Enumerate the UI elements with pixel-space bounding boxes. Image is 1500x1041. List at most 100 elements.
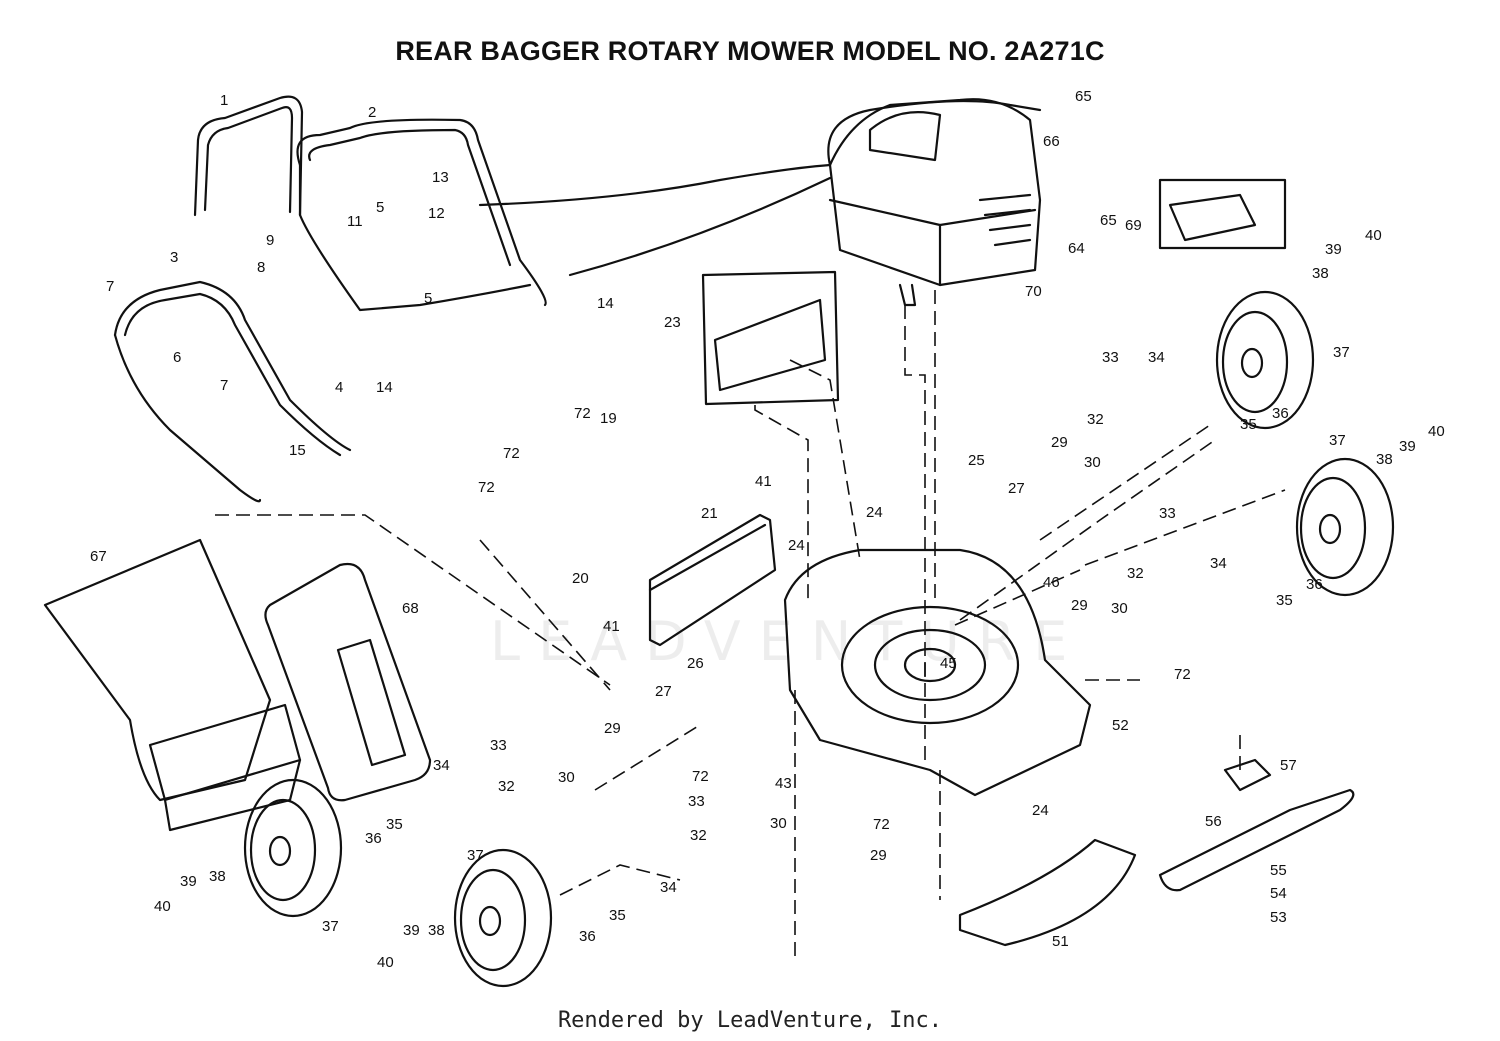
callout-39b: 39 [1399, 438, 1416, 455]
callout-72f: 72 [873, 816, 890, 833]
callout-36b: 36 [1306, 576, 1323, 593]
callout-33c: 33 [490, 737, 507, 754]
callout-30d: 30 [770, 815, 787, 832]
callout-29d: 29 [870, 847, 887, 864]
callout-54: 54 [1270, 885, 1287, 902]
callout-7b: 7 [220, 377, 228, 394]
callout-72e: 72 [692, 768, 709, 785]
callout-41a: 41 [755, 473, 772, 490]
callout-9: 9 [266, 232, 274, 249]
callout-29a: 29 [1051, 434, 1068, 451]
callout-51: 51 [1052, 933, 1069, 950]
callout-41b: 41 [603, 618, 620, 635]
callout-12: 12 [428, 205, 445, 222]
callout-7a: 7 [106, 278, 114, 295]
callout-39d: 39 [403, 922, 420, 939]
callout-35d: 35 [609, 907, 626, 924]
callout-53: 53 [1270, 909, 1287, 926]
callout-13: 13 [432, 169, 449, 186]
callout-35c: 35 [386, 816, 403, 833]
callout-29c: 29 [604, 720, 621, 737]
callout-38b: 38 [1376, 451, 1393, 468]
callout-69: 69 [1125, 217, 1142, 234]
cover-panel-part [701, 270, 840, 406]
callout-25: 25 [968, 452, 985, 469]
callout-52: 52 [1112, 717, 1129, 734]
callout-34d: 34 [660, 879, 677, 896]
lower-handle-part [113, 280, 352, 452]
callout-38a: 38 [1312, 265, 1329, 282]
callout-32d: 32 [690, 827, 707, 844]
control-cable [478, 163, 832, 207]
callout-72c: 72 [478, 479, 495, 496]
callout-36c: 36 [365, 830, 382, 847]
callout-labels: 1 2 3 4 5 5 6 7 7 8 9 11 12 13 14 14 15 … [90, 88, 1445, 971]
callout-35a: 35 [1240, 416, 1257, 433]
callout-56: 56 [1205, 813, 1222, 830]
wheel-part-rear-left [243, 778, 343, 918]
callout-40a: 40 [1365, 227, 1382, 244]
callout-34a: 34 [1148, 349, 1165, 366]
callout-11: 11 [347, 213, 363, 230]
callout-20: 20 [572, 570, 589, 587]
callout-40b: 40 [1428, 423, 1445, 440]
callout-5a: 5 [376, 199, 384, 216]
blade-part [1158, 788, 1355, 892]
callout-39a: 39 [1325, 241, 1342, 258]
callout-72a: 72 [574, 405, 591, 422]
callout-2: 2 [368, 104, 376, 121]
callout-24b: 24 [788, 537, 805, 554]
callout-32b: 32 [1127, 565, 1144, 582]
callout-29b: 29 [1071, 597, 1088, 614]
callout-32c: 32 [498, 778, 515, 795]
callout-15: 15 [289, 442, 306, 459]
callout-34b: 34 [1210, 555, 1227, 572]
callout-30c: 30 [558, 769, 575, 786]
mower-deck-part [783, 548, 1092, 797]
callout-23: 23 [664, 314, 681, 331]
callout-24c: 24 [1032, 802, 1049, 819]
callout-40c: 40 [154, 898, 171, 915]
callout-68: 68 [402, 600, 419, 617]
callout-30b: 30 [1111, 600, 1128, 617]
callout-21: 21 [701, 505, 718, 522]
callout-36a: 36 [1272, 405, 1289, 422]
callout-70: 70 [1025, 283, 1042, 300]
callout-43: 43 [775, 775, 792, 792]
callout-57: 57 [1280, 757, 1297, 774]
callout-34c: 34 [433, 757, 450, 774]
callout-37b: 37 [1329, 432, 1346, 449]
callout-65b: 65 [1100, 212, 1117, 229]
wheel-part-front-left [453, 848, 553, 988]
callout-14b: 14 [376, 379, 393, 396]
callout-27b: 27 [655, 683, 672, 700]
baffle-part [958, 838, 1137, 947]
callout-30a: 30 [1084, 454, 1101, 471]
callout-37d: 37 [467, 847, 484, 864]
callout-5b: 5 [424, 290, 432, 307]
callout-19: 19 [600, 410, 617, 427]
callout-33b: 33 [1159, 505, 1176, 522]
engine-part [828, 98, 1042, 287]
callout-14a: 14 [597, 295, 614, 312]
callout-65a: 65 [1075, 88, 1092, 105]
callout-26: 26 [687, 655, 704, 672]
decal-part-box [1158, 178, 1287, 250]
handle-assembly-part [296, 118, 547, 307]
callout-24a: 24 [866, 504, 883, 521]
callout-46: 46 [1043, 574, 1060, 591]
callout-67: 67 [90, 548, 107, 565]
callout-33d: 33 [688, 793, 705, 810]
callout-8: 8 [257, 259, 265, 276]
callout-37a: 37 [1333, 344, 1350, 361]
callout-4: 4 [335, 379, 343, 396]
upper-handle-part [193, 95, 304, 217]
callout-35b: 35 [1276, 592, 1293, 609]
callout-3: 3 [170, 249, 178, 266]
callout-66: 66 [1043, 133, 1060, 150]
callout-33a: 33 [1102, 349, 1119, 366]
callout-72d: 72 [1174, 666, 1191, 683]
bag-frame-part [264, 562, 432, 802]
wheel-part-front-right [1215, 290, 1315, 430]
